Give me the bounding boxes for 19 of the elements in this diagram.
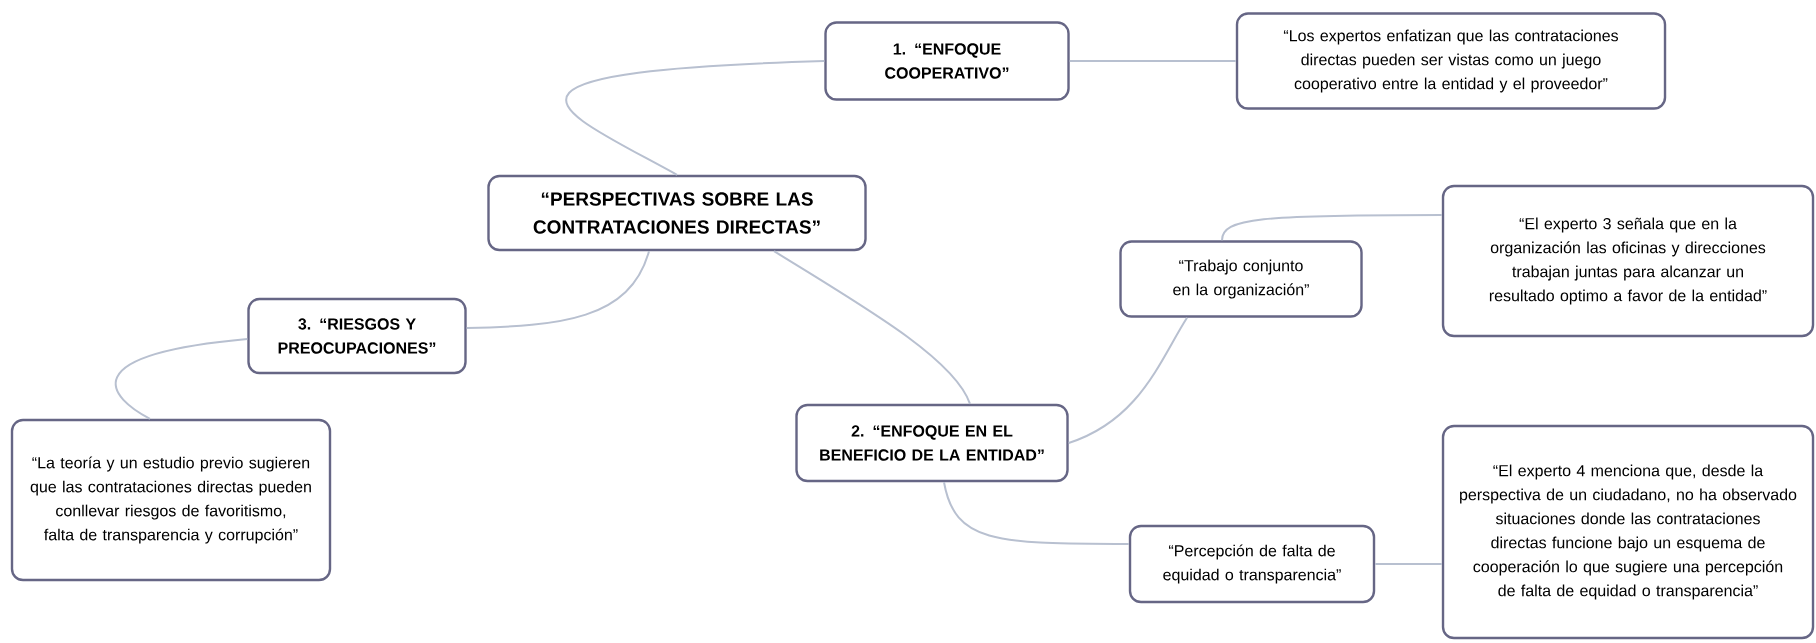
quote-box: “La teoría y un estudio previo sugieren que las contrataciones directas pueden conllevar riesgos de favoritismo, falta de transparencia y corrupción” (10, 418, 332, 582)
connector-line (1221, 214, 1443, 242)
quote-box: “El experto 4 menciona que, desde la perspectiva de un ciudadano, no ha observado situaciones donde las contrataciones directas funcione bajo un esquema de cooperación lo que sugiere una percepción de falta de equidad o transparencia” (1441, 424, 1815, 640)
central-topic-box: “PERSPECTIVAS SOBRE LAS CONTRATACIONES DIRECTAS” (487, 174, 867, 252)
subtopic-box: “Percepción de falta de equidad o transparencia” (1128, 524, 1376, 604)
connector-line (773, 250, 971, 405)
branch-box: 3. “RIESGOS Y PREOCUPACIONES” (247, 297, 467, 375)
connector-line (943, 481, 1130, 545)
quote-box: “Los expertos enfatizan que las contrataciones directas pueden ser vistas como un juego cooperativo entre la entidad y el proveedor” (1235, 12, 1667, 110)
connector-line (465, 250, 650, 329)
quote-box: “El experto 3 señala que en la organización las oficinas y direcciones trabajan juntas para alcanzar un resultado optimo a favor de la entidad” (1441, 184, 1815, 338)
connector-line (1068, 60, 1237, 62)
connector-line (1374, 563, 1443, 565)
subtopic-box: “Trabajo conjunto en la organización” (1119, 240, 1363, 318)
branch-box: 2. “ENFOQUE EN EL BENEFICIO DE LA ENTIDAD” (795, 403, 1069, 483)
connector-line (1067, 316, 1188, 444)
connector-line (114, 338, 249, 420)
connector-line (565, 60, 826, 176)
branch-box: 1. “ENFOQUE COOPERATIVO” (824, 21, 1070, 101)
